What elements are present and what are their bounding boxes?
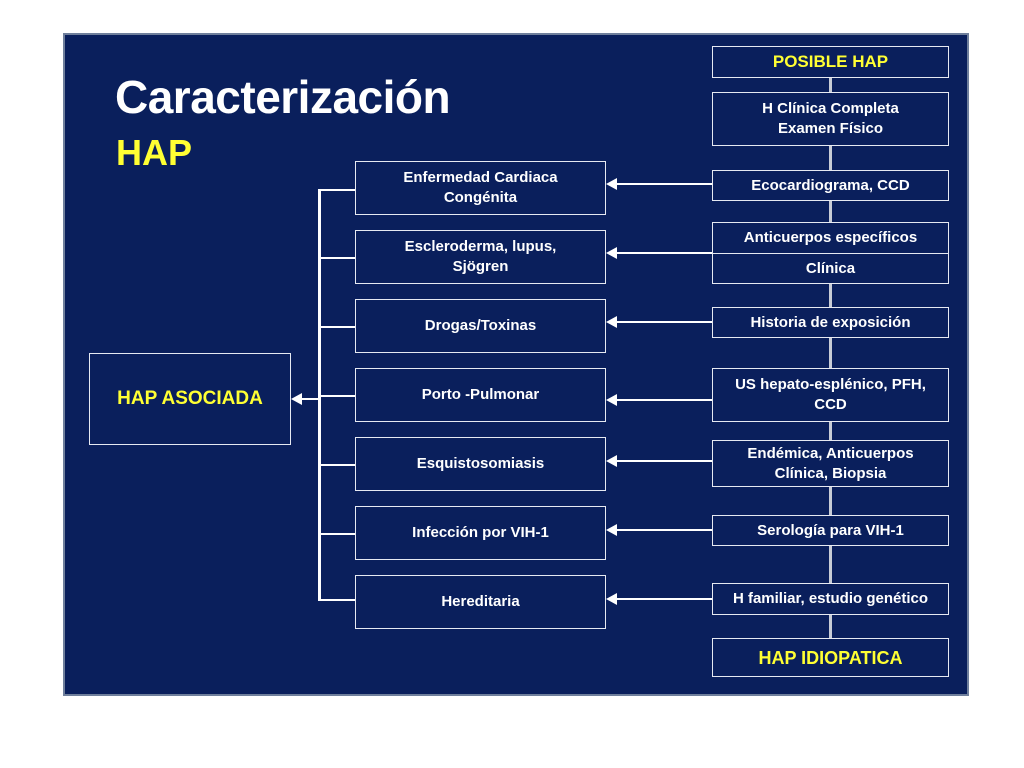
bracket-tick-3: [318, 326, 356, 328]
arrow-line-5: [615, 460, 712, 462]
category-box: Porto -Pulmonar: [355, 368, 606, 422]
arrow-head-1: [606, 178, 617, 190]
category-box: Drogas/Toxinas: [355, 299, 606, 353]
arrow-head-3: [606, 316, 617, 328]
category-box: Escleroderma, lupus, Sjögren: [355, 230, 606, 284]
arrow-head-2: [606, 247, 617, 259]
category-box: Infección por VIH-1: [355, 506, 606, 560]
slide-subtitle: HAP: [116, 132, 193, 173]
test-box: US hepato-esplénico, PFH, CCD: [712, 368, 949, 422]
test-box: Endémica, Anticuerpos Clínica, Biopsia: [712, 440, 949, 487]
category-box: Enfermedad Cardiaca Congénita: [355, 161, 606, 215]
category-box: Hereditaria: [355, 575, 606, 629]
arrow-line-1: [615, 183, 712, 185]
bracket-tick-5: [318, 464, 356, 466]
bracket-tick-4: [318, 395, 356, 397]
arrow-line-7: [615, 598, 712, 600]
bracket-tick-2: [318, 257, 356, 259]
right-connector-line: [829, 77, 832, 639]
hap-idiopatica-box: HAP IDIOPATICA: [712, 638, 949, 677]
hap-asociada-box: HAP ASOCIADA: [89, 353, 291, 445]
arrow-head-5: [606, 455, 617, 467]
category-box: Esquistosomiasis: [355, 437, 606, 491]
history-box: H Clínica Completa Examen Físico: [712, 92, 949, 146]
arrow-line-6: [615, 529, 712, 531]
arrow-head-6: [606, 524, 617, 536]
test-box: Anticuerpos específicos: [712, 222, 949, 254]
bracket-tick-6: [318, 533, 356, 535]
arrow-head-4: [606, 394, 617, 406]
test-box: Ecocardiograma, CCD: [712, 170, 949, 201]
posible-hap-box: POSIBLE HAP: [712, 46, 949, 78]
test-box: Historia de exposición: [712, 307, 949, 338]
arrow-to-asociada-line: [300, 398, 319, 400]
arrow-line-3: [615, 321, 712, 323]
arrow-to-asociada-head: [291, 393, 302, 405]
test-box: H familiar, estudio genético: [712, 583, 949, 615]
arrow-line-4: [615, 399, 712, 401]
bracket-tick-7: [318, 599, 356, 601]
arrow-head-7: [606, 593, 617, 605]
arrow-line-2: [615, 252, 712, 254]
test-box: Serología para VIH-1: [712, 515, 949, 546]
test-box: Clínica: [712, 253, 949, 284]
bracket-tick-1: [318, 189, 356, 191]
slide-title: Caracterización: [115, 71, 451, 123]
